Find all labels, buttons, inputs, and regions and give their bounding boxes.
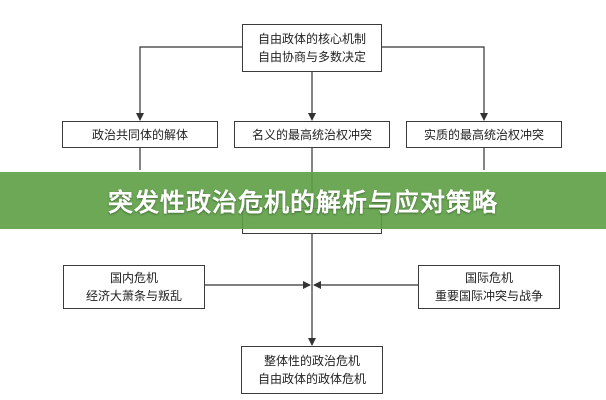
node-top-line2: 自由协商与多数决定 bbox=[257, 50, 366, 64]
node-right-text: 实质的最高统治权冲突 bbox=[423, 127, 544, 142]
connector-top-to-right bbox=[382, 46, 488, 121]
node-mid-text: 名义的最高统治权冲突 bbox=[251, 127, 372, 142]
node-domestic-line2: 经济大萧条与叛乱 bbox=[85, 289, 182, 303]
node-substantive-sovereignty-conflict: 实质的最高统治权冲突 bbox=[406, 121, 562, 148]
node-bottom-line2: 自由政体的政体危机 bbox=[257, 372, 366, 386]
node-overall-political-crisis: 整体性的政治危机 自由政体的政体危机 bbox=[241, 346, 383, 394]
node-domestic-line1: 国内危机 bbox=[109, 271, 158, 285]
node-top-line1: 自由政体的核心机制 bbox=[257, 32, 366, 46]
node-liberal-core-mechanism: 自由政体的核心机制 自由协商与多数决定 bbox=[242, 24, 382, 72]
node-community-dissolution: 政治共同体的解体 bbox=[62, 121, 218, 148]
node-domestic-crisis: 国内危机 经济大萧条与叛乱 bbox=[63, 265, 205, 309]
node-bottom-line1: 整体性的政治危机 bbox=[263, 354, 360, 368]
title-banner: 突发性政治危机的解析与应对策略 bbox=[0, 172, 606, 229]
node-intl-line1: 国际危机 bbox=[464, 271, 513, 285]
connector-top-to-left bbox=[136, 46, 242, 121]
node-international-crisis: 国际危机 重要国际冲突与战争 bbox=[418, 265, 560, 309]
node-nominal-sovereignty-conflict: 名义的最高统治权冲突 bbox=[234, 121, 390, 148]
node-intl-line2: 重要国际冲突与战争 bbox=[434, 289, 543, 303]
banner-title: 突发性政治危机的解析与应对策略 bbox=[107, 187, 498, 217]
node-left-text: 政治共同体的解体 bbox=[91, 127, 188, 142]
